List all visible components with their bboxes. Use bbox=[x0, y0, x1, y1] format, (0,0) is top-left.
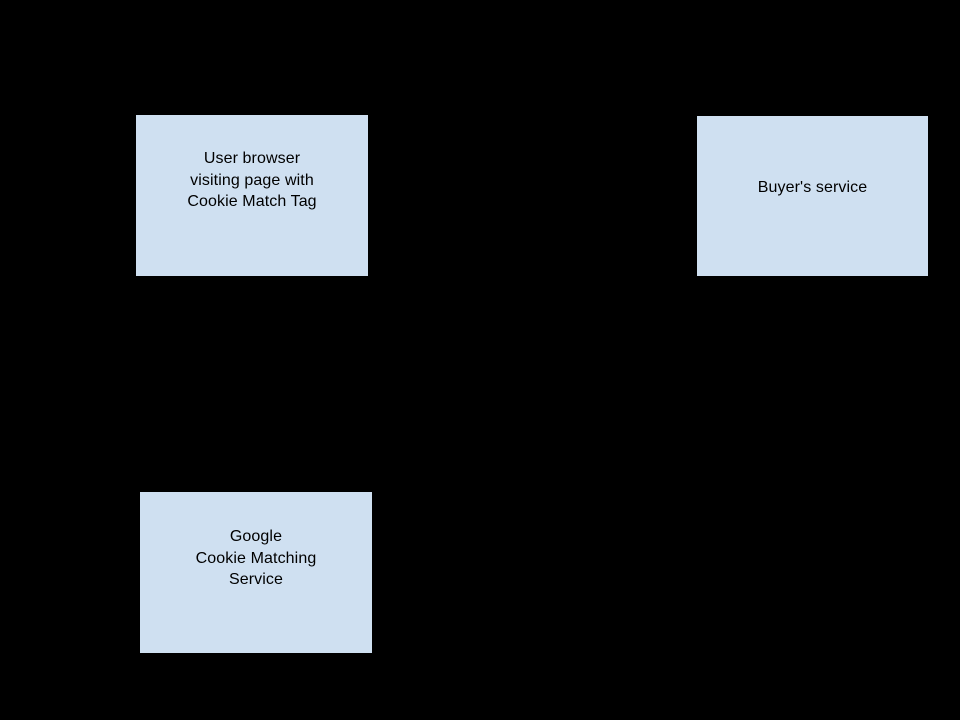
node-buyers-service[interactable]: Buyer's service bbox=[697, 116, 928, 276]
node-google-cookie-matching[interactable]: Google Cookie Matching Service bbox=[140, 492, 372, 653]
node-user-browser[interactable]: User browser visiting page with Cookie M… bbox=[136, 115, 368, 276]
node-google-cookie-matching-label: Google Cookie Matching Service bbox=[195, 528, 317, 589]
node-user-browser-label: User browser visiting page with Cookie M… bbox=[187, 150, 317, 211]
node-buyers-service-label: Buyer's service bbox=[757, 179, 868, 197]
